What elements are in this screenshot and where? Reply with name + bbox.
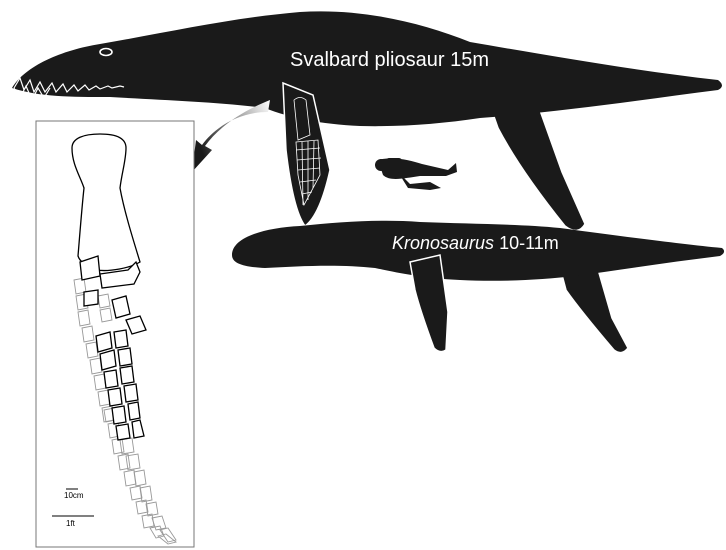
diver-silhouette (375, 158, 457, 190)
kronosaurus-genus-label: Kronosaurus (392, 233, 494, 253)
kronosaurus-front-flipper (410, 255, 448, 352)
zoom-arrow (192, 100, 270, 172)
pliosaur-label: Svalbard pliosaur 15m (290, 49, 489, 71)
kronosaurus-label: Kronosaurus 10-11m (392, 233, 559, 253)
scale-label-1ft: 1ft (66, 519, 76, 528)
flipper-skeleton-inset: 10cm 1ft (36, 121, 194, 547)
kronosaurus-size-label: 10-11m (494, 233, 559, 253)
scale-label-10cm: 10cm (64, 491, 84, 500)
